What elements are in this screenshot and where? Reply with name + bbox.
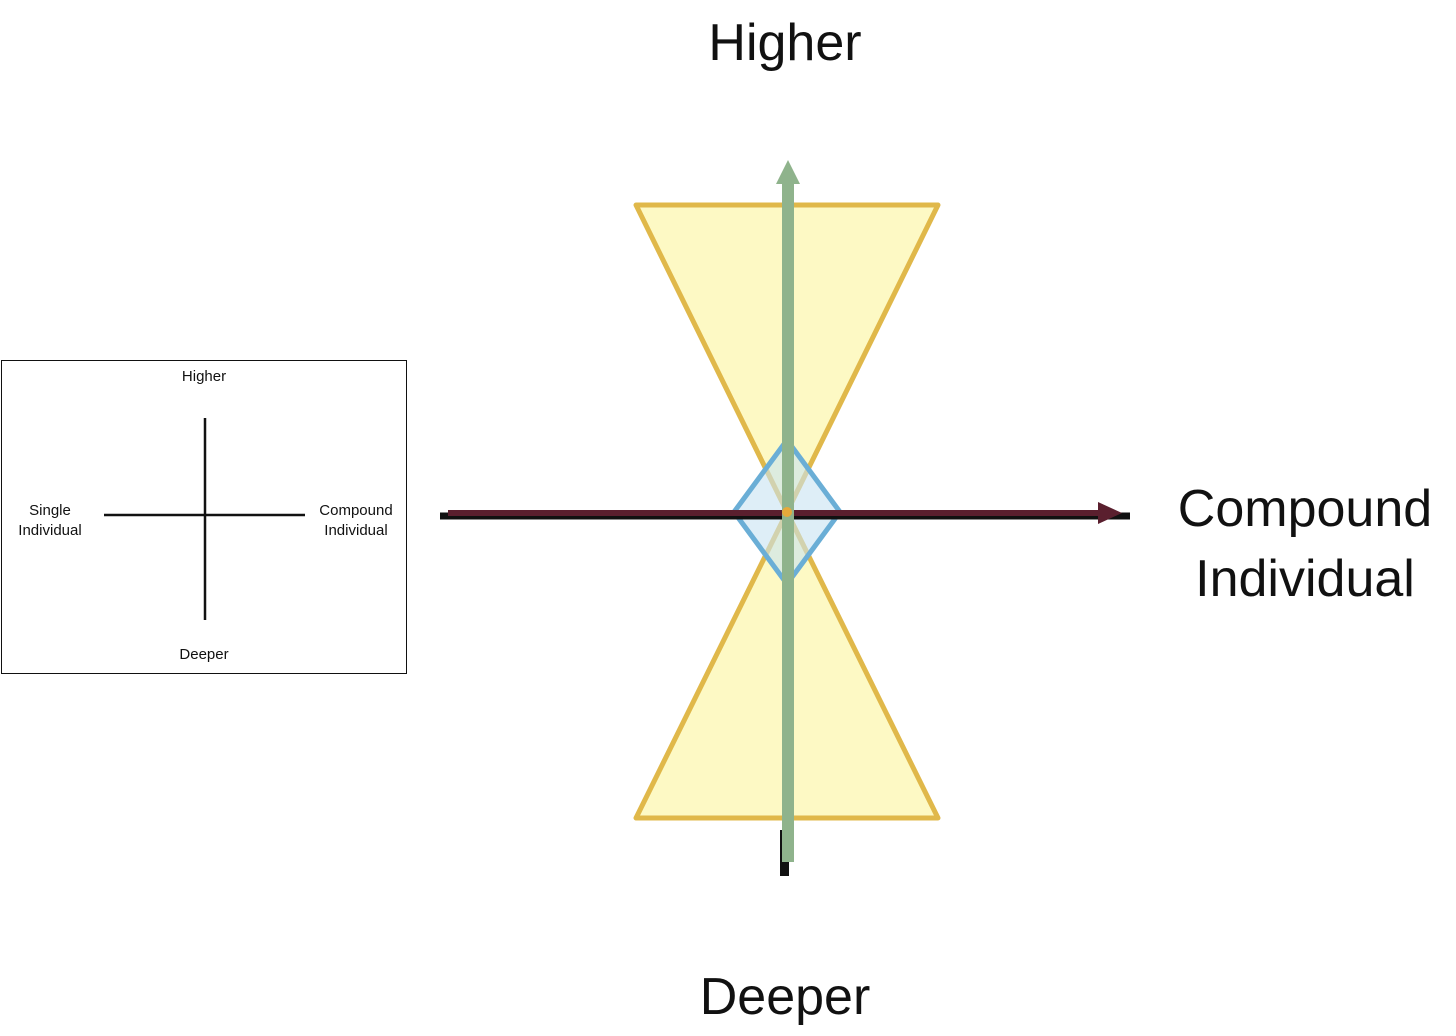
horizontal-axis-arrowhead [1098, 502, 1122, 524]
inset-compound-individual-label: Compound Individual [319, 502, 393, 539]
higher-label: Higher [708, 14, 862, 72]
inset-single-individual-label: Single Individual [18, 502, 82, 539]
compound-individual-label: Compound Individual [1177, 480, 1433, 608]
inset-higher-label: Higher [181, 368, 227, 385]
vertical-axis-arrowhead [776, 160, 800, 184]
inset-deeper-label: Deeper [179, 646, 229, 663]
inset-diagram: Higher Deeper Single Individual Compound… [1, 360, 407, 674]
center-point [782, 507, 792, 517]
inset-axes [104, 418, 305, 620]
deeper-label: Deeper [699, 968, 871, 1026]
